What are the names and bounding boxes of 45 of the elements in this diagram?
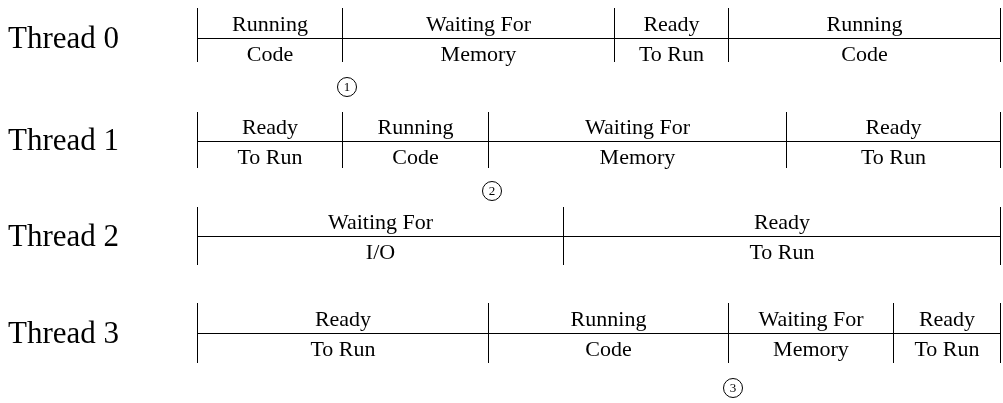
state-label: Ready (864, 114, 923, 140)
state-label: Running (569, 306, 648, 332)
state-label: Code (840, 41, 889, 67)
thread-label: Thread 1 (8, 122, 120, 158)
thread-label: Thread 2 (8, 218, 120, 254)
state-label: To Run (859, 144, 928, 170)
state-label: Running (376, 114, 455, 140)
state-label: Code (584, 336, 633, 362)
state-label: Memory (439, 41, 518, 67)
state-label: Ready (917, 306, 977, 332)
state-label: Waiting For (757, 306, 865, 332)
state-label: Waiting For (424, 11, 533, 37)
state-label: Code (391, 144, 440, 170)
timeline-segment (786, 112, 1001, 168)
timeline-segment (197, 303, 488, 363)
timeline-segment (893, 303, 1001, 363)
timeline-segment (728, 8, 1001, 62)
state-label: Waiting For (583, 114, 692, 140)
state-label: Memory (772, 336, 850, 362)
timeline-segment (197, 8, 342, 62)
state-label: To Run (236, 144, 304, 170)
timeline-segment (614, 8, 728, 62)
state-label: To Run (913, 336, 981, 362)
timeline-segment (488, 303, 728, 363)
state-label: Ready (752, 209, 812, 235)
state-label: Running (825, 11, 904, 37)
timeline-segment (728, 303, 893, 363)
timeline-segment (488, 112, 786, 168)
state-label: Ready (313, 306, 373, 332)
state-label: To Run (748, 239, 816, 265)
state-label: Memory (598, 144, 677, 170)
state-label: To Run (637, 41, 706, 67)
state-label: I/O (364, 239, 397, 265)
state-label: Running (231, 11, 309, 37)
thread-label: Thread 0 (8, 20, 120, 56)
state-label: Ready (642, 11, 701, 37)
thread-label: Thread 3 (8, 315, 120, 351)
state-label: Waiting For (326, 209, 435, 235)
state-label: Ready (240, 114, 300, 140)
state-label: Code (245, 41, 295, 67)
timeline-segment (563, 207, 1001, 265)
state-label: To Run (309, 336, 377, 362)
timeline-segment (197, 207, 563, 265)
timeline-segment (342, 112, 488, 168)
timeline-segment (197, 112, 342, 168)
